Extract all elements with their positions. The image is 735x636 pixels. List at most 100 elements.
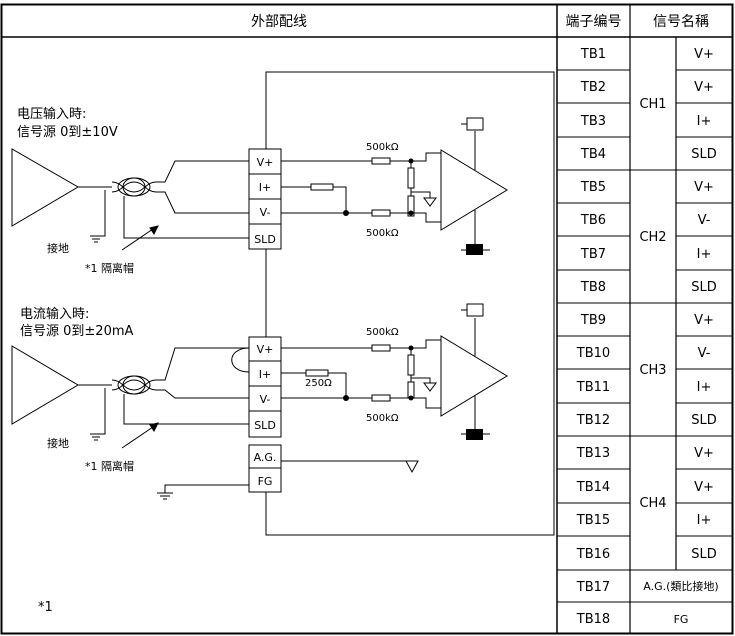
header-terminal-number: 端子编号: [566, 14, 622, 30]
signal-cell: FG: [674, 613, 689, 626]
tb-cell: TB14: [576, 480, 610, 495]
tb-cell: TB1: [580, 47, 606, 62]
resistor-label: 250Ω: [305, 378, 332, 389]
ground-icon: [423, 382, 437, 392]
signal-cell: I+: [697, 247, 712, 262]
header-external-wiring: 外部配线: [251, 14, 307, 30]
resistor-label: 500kΩ: [366, 327, 399, 338]
ground-label: 接地: [47, 242, 69, 255]
signal-cell: V+: [694, 480, 714, 495]
shield-label: *1 隔离帽: [85, 261, 134, 275]
tb-cell: TB7: [580, 247, 606, 262]
power-ground-icon: [466, 429, 483, 440]
tb-cell: TB6: [580, 213, 606, 228]
signal-cell: I+: [697, 114, 712, 129]
junction-dot: [343, 395, 349, 401]
channel-label: CH2: [639, 230, 666, 245]
module-enclosure: [265, 71, 555, 536]
signal-cell: I+: [697, 513, 712, 528]
tb-cell: TB13: [576, 446, 610, 461]
signal-cell: A.G.(類比接地): [643, 580, 718, 593]
signal-cell: V+: [694, 180, 714, 195]
header-signal-name: 信号名稱: [653, 14, 709, 30]
tb-cell: TB4: [580, 147, 606, 162]
junction-dot: [408, 158, 414, 164]
resistor-icon: [305, 369, 329, 377]
terminal-block-b: V+ I+ V- SLD A.G. FG: [248, 336, 282, 493]
power-supply-icon: [466, 303, 484, 317]
current-input-circuit: [11, 345, 250, 449]
terminal-label: SLD: [254, 419, 276, 432]
ground-icon: [423, 197, 437, 207]
terminal-block-a: V+ I+ V- SLD: [248, 148, 282, 250]
tb-cell: TB2: [580, 80, 606, 95]
resistor-icon: [371, 157, 391, 165]
input-amplifier-a: [281, 117, 508, 251]
resistor-icon: [371, 209, 391, 217]
terminal-label: V-: [260, 206, 271, 219]
signal-source-icon: [11, 345, 79, 425]
tb-cell: TB17: [576, 580, 610, 595]
terminal-label: FG: [258, 475, 273, 488]
signal-cell: SLD: [691, 280, 717, 295]
junction-dot: [343, 210, 349, 216]
signal-cell: SLD: [691, 413, 717, 428]
tb-cell: TB15: [576, 513, 610, 528]
terminal-label: I+: [259, 181, 271, 194]
signal-cell: V-: [698, 346, 711, 361]
analog-ground-icon: [405, 460, 419, 474]
tb-cell: TB5: [580, 180, 606, 195]
tb-cell: TB11: [576, 380, 610, 395]
channel-label: CH3: [639, 363, 666, 378]
terminal-numbers: TB1 TB2 TB3 TB4 TB5 TB6 TB7 TB8 TB9 TB10…: [576, 47, 610, 627]
footnote-marker: *1: [38, 600, 53, 615]
amplifier-icon: [440, 149, 508, 231]
terminal-label: A.G.: [254, 451, 277, 464]
channel-label: CH1: [639, 97, 666, 112]
tb-cell: TB18: [576, 612, 610, 627]
resistor-icon: [371, 394, 391, 402]
voltage-input-circuit: [11, 148, 249, 251]
table-grid: [0, 3, 734, 635]
tb-cell: TB3: [580, 114, 606, 129]
resistor-icon: [371, 344, 391, 352]
signal-cell: I+: [697, 380, 712, 395]
voltage-input-range: 信号源 0到±10V: [17, 125, 118, 140]
terminal-label: SLD: [254, 233, 276, 246]
signal-cell: SLD: [691, 547, 717, 562]
resistor-icon: [310, 183, 334, 191]
terminal-label: V-: [260, 393, 271, 406]
current-input-title: 电流输入時:: [20, 306, 89, 322]
junction-dot: [408, 395, 414, 401]
power-supply-icon: [466, 117, 484, 131]
signal-cell: V-: [698, 213, 711, 228]
signal-cell: SLD: [691, 147, 717, 162]
current-input-range: 信号源 0到±20mA: [20, 324, 134, 339]
signal-source-icon: [11, 148, 79, 227]
voltage-input-title: 电压输入時:: [17, 106, 86, 122]
resistor-label: 500kΩ: [366, 142, 399, 153]
tb-cell: TB8: [580, 280, 606, 295]
amplifier-icon: [440, 335, 508, 417]
tb-cell: TB10: [576, 346, 610, 361]
tb-cell: TB9: [580, 313, 606, 328]
terminal-label: V+: [257, 343, 274, 356]
signal-cell: V+: [694, 313, 714, 328]
signal-names: V+ V+ I+ SLD V+ V- I+ SLD V+ V- I+ SLD V…: [643, 47, 718, 626]
resistor-label: 500kΩ: [366, 413, 399, 424]
signal-cell: V+: [694, 80, 714, 95]
terminal-label: I+: [259, 368, 271, 381]
tb-cell: TB12: [576, 413, 610, 428]
resistor-icon: [407, 167, 415, 189]
signal-cell: V+: [694, 47, 714, 62]
channel-label: CH4: [639, 496, 666, 511]
input-amplifier-b: [157, 303, 508, 500]
resistor-icon: [407, 354, 415, 376]
signal-cell: V+: [694, 446, 714, 461]
junction-dot: [408, 345, 414, 351]
channel-names: CH1 CH2 CH3 CH4: [639, 97, 666, 511]
ground-label: 接地: [47, 437, 69, 450]
power-ground-icon: [466, 244, 483, 255]
terminal-label: V+: [257, 156, 274, 169]
